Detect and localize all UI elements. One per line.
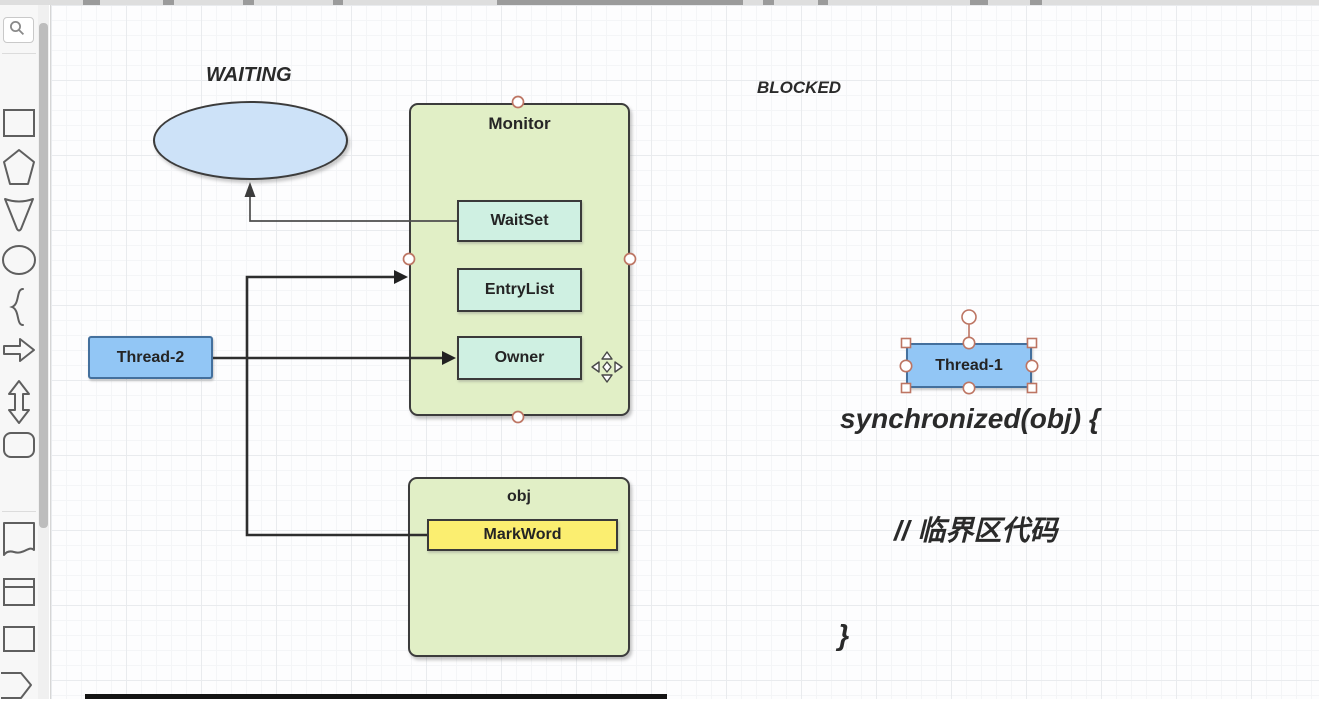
palette-scrollbar-track[interactable]	[38, 5, 49, 699]
tool-step[interactable]	[0, 671, 38, 701]
resize-handle-e[interactable]	[1025, 359, 1039, 373]
monitor-connection-points	[402, 95, 637, 424]
tool-internal-storage[interactable]	[0, 577, 38, 607]
toolbar-tick	[763, 0, 774, 5]
thread-2-node[interactable]: Thread-2	[88, 336, 213, 379]
toolbar-tick	[83, 0, 100, 5]
synchronized-open-label[interactable]: synchronized(obj) {	[840, 403, 1100, 434]
shape-search-button[interactable]	[3, 17, 34, 43]
resize-handle-w[interactable]	[899, 359, 913, 373]
tool-pentagon[interactable]	[0, 148, 38, 186]
critical-section-comment-label[interactable]: // 临界区代码	[894, 515, 1058, 546]
markword-node[interactable]: MarkWord	[427, 519, 618, 551]
owner-node[interactable]: Owner	[457, 336, 582, 380]
blocked-label[interactable]: BLOCKED	[757, 78, 842, 97]
obj-title: obj	[507, 488, 531, 505]
edge-waitset-to-waiting[interactable]	[244, 182, 458, 222]
tool-triangle-down[interactable]	[0, 195, 38, 233]
resize-handle-s[interactable]	[962, 381, 976, 395]
video-progress-bar	[85, 694, 667, 699]
tool-ellipse[interactable]	[0, 243, 38, 277]
resize-handle-se[interactable]	[1026, 382, 1038, 394]
toolbar-tick	[970, 0, 988, 5]
waiting-label[interactable]: WAITING	[206, 64, 292, 86]
synchronized-close-label[interactable]: }	[838, 620, 850, 652]
entrylist-node[interactable]: EntryList	[457, 268, 582, 312]
waitset-node[interactable]: WaitSet	[457, 200, 582, 242]
toolbar-tick	[497, 0, 743, 5]
toolbar-tick	[333, 0, 343, 5]
toolbar-tick	[163, 0, 174, 5]
arrowhead-right	[394, 270, 408, 284]
connection-point-right[interactable]	[623, 252, 637, 266]
tool-arrow-right[interactable]	[0, 333, 38, 367]
tool-document[interactable]	[0, 521, 38, 559]
palette-scrollbar-thumb[interactable]	[39, 23, 48, 528]
connection-point-bottom[interactable]	[511, 410, 525, 424]
arrowhead-right	[442, 351, 456, 365]
search-icon	[8, 19, 26, 42]
top-toolbar-strip	[0, 0, 1319, 5]
waiting-state-ellipse[interactable]	[153, 101, 348, 180]
shape-palette	[0, 5, 38, 699]
edge-thread2-to-owner[interactable]	[213, 351, 456, 365]
resize-handle-sw[interactable]	[900, 382, 912, 394]
monitor-title: Monitor	[488, 114, 551, 133]
obj-container[interactable]: obj	[408, 477, 630, 657]
edge-markword-to-monitor[interactable]	[245, 270, 427, 537]
tool-left-brace[interactable]	[0, 286, 38, 328]
tool-arrow-up-down[interactable]	[0, 379, 38, 425]
tool-rounded-rectangle[interactable]	[0, 431, 38, 459]
palette-divider	[2, 511, 36, 512]
rotate-handle[interactable]	[961, 309, 977, 325]
arrowhead-up	[244, 182, 256, 197]
toolbar-tick	[818, 0, 828, 5]
thread1-selection-handles	[899, 309, 1039, 395]
resize-handle-n[interactable]	[962, 336, 976, 350]
connection-point-top[interactable]	[511, 95, 525, 109]
tool-rectangle-plain[interactable]	[0, 625, 38, 653]
resize-handle-nw[interactable]	[900, 337, 912, 349]
tool-rectangle[interactable]	[0, 108, 38, 138]
toolbar-tick	[243, 0, 254, 5]
connection-point-left[interactable]	[402, 252, 416, 266]
toolbar-tick	[1030, 0, 1042, 5]
thread-1-node[interactable]: Thread-1	[906, 343, 1032, 388]
resize-handle-ne[interactable]	[1026, 337, 1038, 349]
palette-divider	[2, 53, 36, 54]
